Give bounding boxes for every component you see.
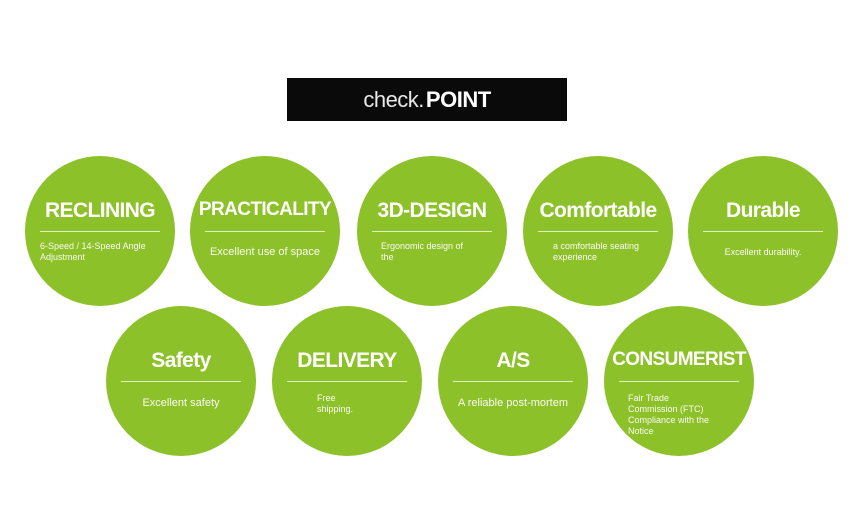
check-point-banner: check. POINT [287,78,567,121]
point-circle-comfortable: Comfortable a comfortable seating experi… [523,156,673,306]
banner-prefix: check. [363,86,424,112]
point-desc: A reliable post-mortem [457,397,569,409]
point-title: RECLINING [44,199,156,222]
point-circle-consumerist: CONSUMERIST Fair Trade Commission (FTC) … [604,306,754,456]
divider [121,381,241,382]
point-title: Durable [726,199,801,222]
point-desc: a comfortable seating experience [553,241,640,262]
point-title: Safety [151,349,211,372]
divider [205,231,325,232]
point-desc: Excellent durability. [724,247,802,257]
point-title: CONSUMERIST [612,349,746,370]
point-desc: Fair Trade Commission (FTC) Compliance w… [628,393,710,436]
point-desc: 6-Speed / 14-Speed Angle Adjustment [40,241,146,262]
banner-emphasis: POINT [425,86,491,112]
point-circle-as: A/S A reliable post-mortem [438,306,588,456]
divider [453,381,573,382]
divider [372,231,492,232]
point-circle-durable: Durable Excellent durability. [688,156,838,306]
point-title: PRACTICALITY [198,199,332,220]
point-desc: Excellent use of space [209,246,321,258]
divider [538,231,658,232]
point-desc: Ergonomic design of the [381,241,464,262]
divider [40,231,160,232]
point-desc: Free shipping. [317,393,354,414]
point-circle-practicality: PRACTICALITY Excellent use of space [190,156,340,306]
point-circle-reclining: RECLINING 6-Speed / 14-Speed Angle Adjus… [25,156,175,306]
point-title: A/S [496,349,530,372]
divider [287,381,407,382]
divider [703,231,823,232]
point-circle-delivery: DELIVERY Free shipping. [272,306,422,456]
divider [619,381,739,382]
point-circle-safety: Safety Excellent safety [106,306,256,456]
point-title: DELIVERY [297,349,397,372]
point-title: 3D-DESIGN [377,199,488,222]
point-circle-3d-design: 3D-DESIGN Ergonomic design of the [357,156,507,306]
point-title: Comfortable [539,199,657,222]
point-desc: Excellent safety [142,397,220,409]
